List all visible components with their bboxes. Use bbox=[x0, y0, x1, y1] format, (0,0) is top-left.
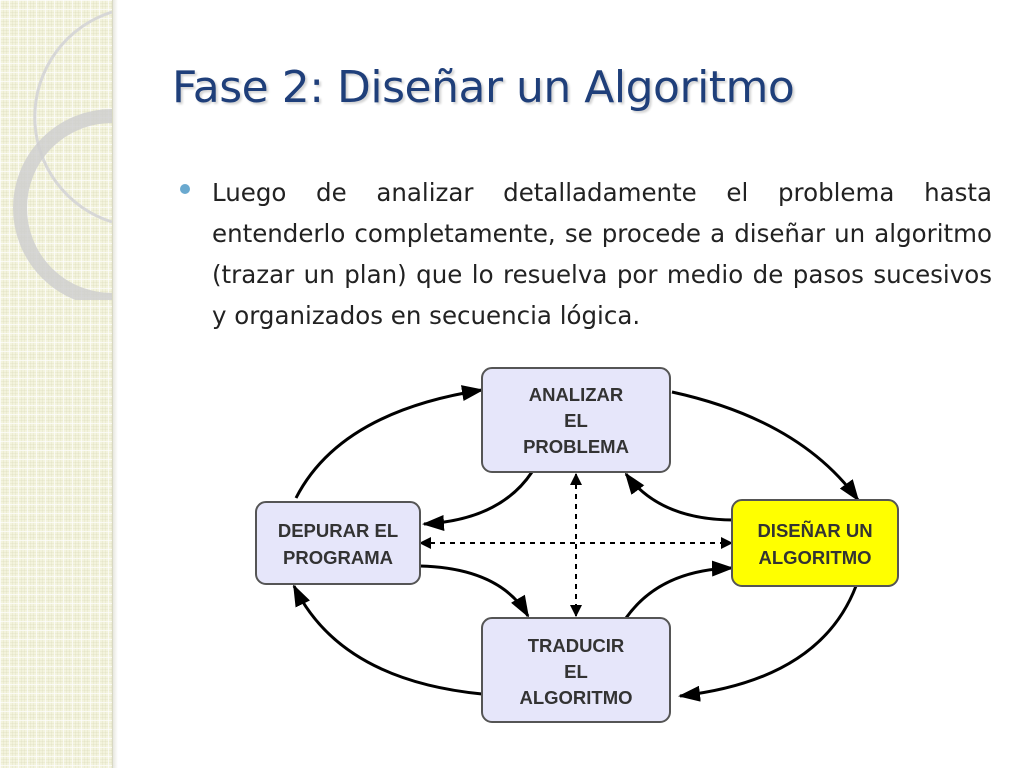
arrow-disenar-to-traducir bbox=[678, 585, 858, 702]
node-depurar-line-1: DEPURAR EL bbox=[278, 520, 398, 541]
slide-title: Fase 2: Diseñar un Algoritmo bbox=[172, 62, 795, 113]
arrow-traducir-to-disenar bbox=[624, 560, 734, 619]
arrow-depurar-to-analizar bbox=[294, 385, 484, 499]
node-disenar: DISEÑAR UN ALGORITMO bbox=[731, 499, 899, 587]
node-analizar-line-3: PROBLEMA bbox=[523, 436, 629, 457]
bullet-item: Luego de analizar detalladamente el prob… bbox=[180, 172, 992, 336]
node-traducir-line-3: ALGORITMO bbox=[519, 687, 632, 708]
node-disenar-line-2: ALGORITMO bbox=[758, 547, 871, 568]
node-analizar-box bbox=[481, 367, 671, 473]
decorative-rings bbox=[13, 10, 113, 300]
node-depurar-line-2: PROGRAMA bbox=[283, 547, 393, 568]
node-analizar-line-2: EL bbox=[564, 410, 588, 431]
ring-arc-thick bbox=[13, 109, 113, 300]
node-traducir-line-1: TRADUCIR bbox=[528, 635, 625, 656]
node-traducir-line-2: EL bbox=[564, 661, 588, 682]
node-disenar-line-1: DISEÑAR UN bbox=[757, 520, 872, 541]
node-analizar-line-1: ANALIZAR bbox=[529, 384, 624, 405]
node-depurar-box bbox=[255, 501, 421, 585]
arrow-depurar-to-traducir bbox=[419, 564, 530, 618]
node-analizar: ANALIZAR EL PROBLEMA bbox=[481, 367, 671, 473]
arrow-analizar-to-depurar bbox=[422, 471, 534, 531]
arrow-analizar-to-disenar bbox=[671, 390, 860, 502]
node-disenar-box bbox=[731, 499, 899, 587]
node-traducir: TRADUCIR EL ALGORITMO bbox=[481, 617, 671, 723]
side-pattern-shadow bbox=[112, 0, 118, 768]
ring-arc-large bbox=[33, 10, 113, 224]
arrow-disenar-to-analizar bbox=[624, 472, 735, 522]
bullet-text: Luego de analizar detalladamente el prob… bbox=[212, 178, 992, 330]
bullet-dot-icon bbox=[180, 184, 190, 194]
node-depurar: DEPURAR EL PROGRAMA bbox=[255, 501, 421, 585]
node-traducir-box bbox=[481, 617, 671, 723]
arrow-traducir-to-depurar bbox=[292, 584, 483, 696]
